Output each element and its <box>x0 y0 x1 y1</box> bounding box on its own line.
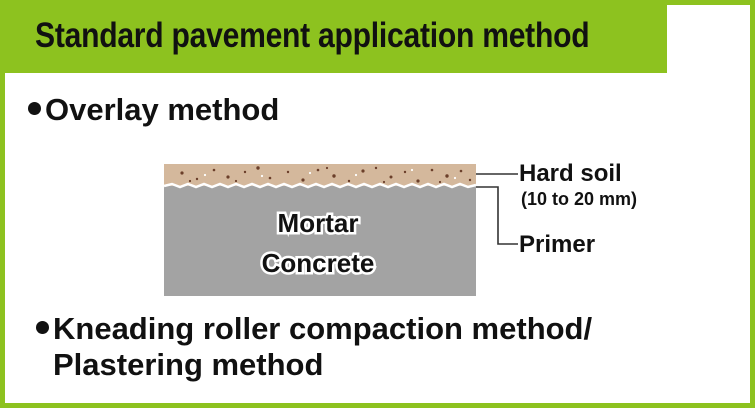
hard-soil-layer <box>164 164 476 186</box>
section-kneading-label-line2: Plastering method <box>53 347 324 382</box>
concrete-layer-label-line1: Mortar <box>278 208 359 238</box>
callout-primer: Primer <box>519 231 596 258</box>
section-overlay-label: Overlay method <box>45 92 280 127</box>
soil-particles-light <box>203 168 457 180</box>
soil-particles <box>180 166 472 184</box>
concrete-layer-label-line2: Concrete <box>262 248 375 278</box>
section-overlay: Overlay method <box>28 92 279 128</box>
primer-layer <box>163 182 477 189</box>
section-kneading-label-line1: Kneading roller compaction method/ <box>53 311 593 346</box>
concrete-layer <box>164 186 476 296</box>
title-bar: Standard pavement application method <box>5 5 667 73</box>
callout-hard-soil-thickness: (10 to 20 mm) <box>521 189 638 209</box>
callout-hard-soil: Hard soil <box>519 160 622 187</box>
bullet-icon <box>36 321 49 335</box>
page-title: Standard pavement application method <box>35 16 590 55</box>
section-kneading: Kneading roller compaction method/ Plast… <box>36 311 592 383</box>
bullet-icon <box>28 102 41 116</box>
leader-line-primer <box>476 186 518 245</box>
